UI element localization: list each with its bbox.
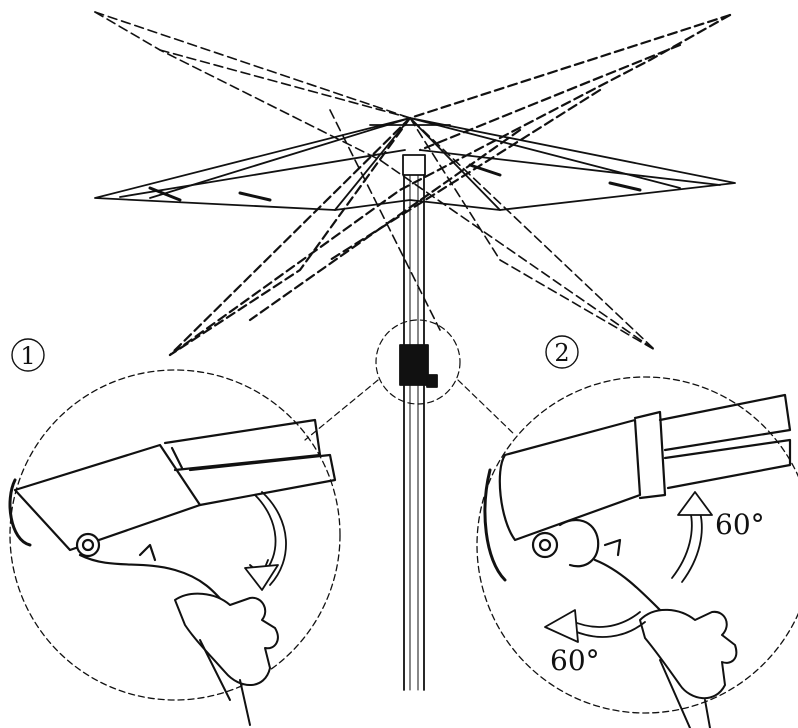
angle-label-side: 60° [550,644,600,677]
leader-line-right [457,379,516,436]
umbrella-canopy-tilted-b [168,13,732,357]
rotate-up-arrow [671,491,713,583]
umbrella-canopy-tilted-a [94,11,656,351]
step-1-number: 1 [20,342,35,370]
detail-step-2: 2 60° 60° [476,335,798,728]
angle-label-up: 60° [715,508,765,541]
pole-detail-circle [375,319,461,405]
hand-right [639,608,738,728]
step-2-badge [545,335,579,369]
hand-left [174,592,279,726]
detail-circle-1 [9,369,341,701]
step-1-badge [11,338,45,372]
umbrella-canopy-upright [94,117,736,211]
step-2-number: 2 [554,339,569,367]
rotate-down-arrow [244,491,287,591]
detail-step-1: 1 [8,338,341,726]
rotate-side-arrow [544,609,646,643]
detail-circle-2 [476,376,798,714]
leader-line-left [304,379,379,441]
umbrella-pole [399,154,438,691]
